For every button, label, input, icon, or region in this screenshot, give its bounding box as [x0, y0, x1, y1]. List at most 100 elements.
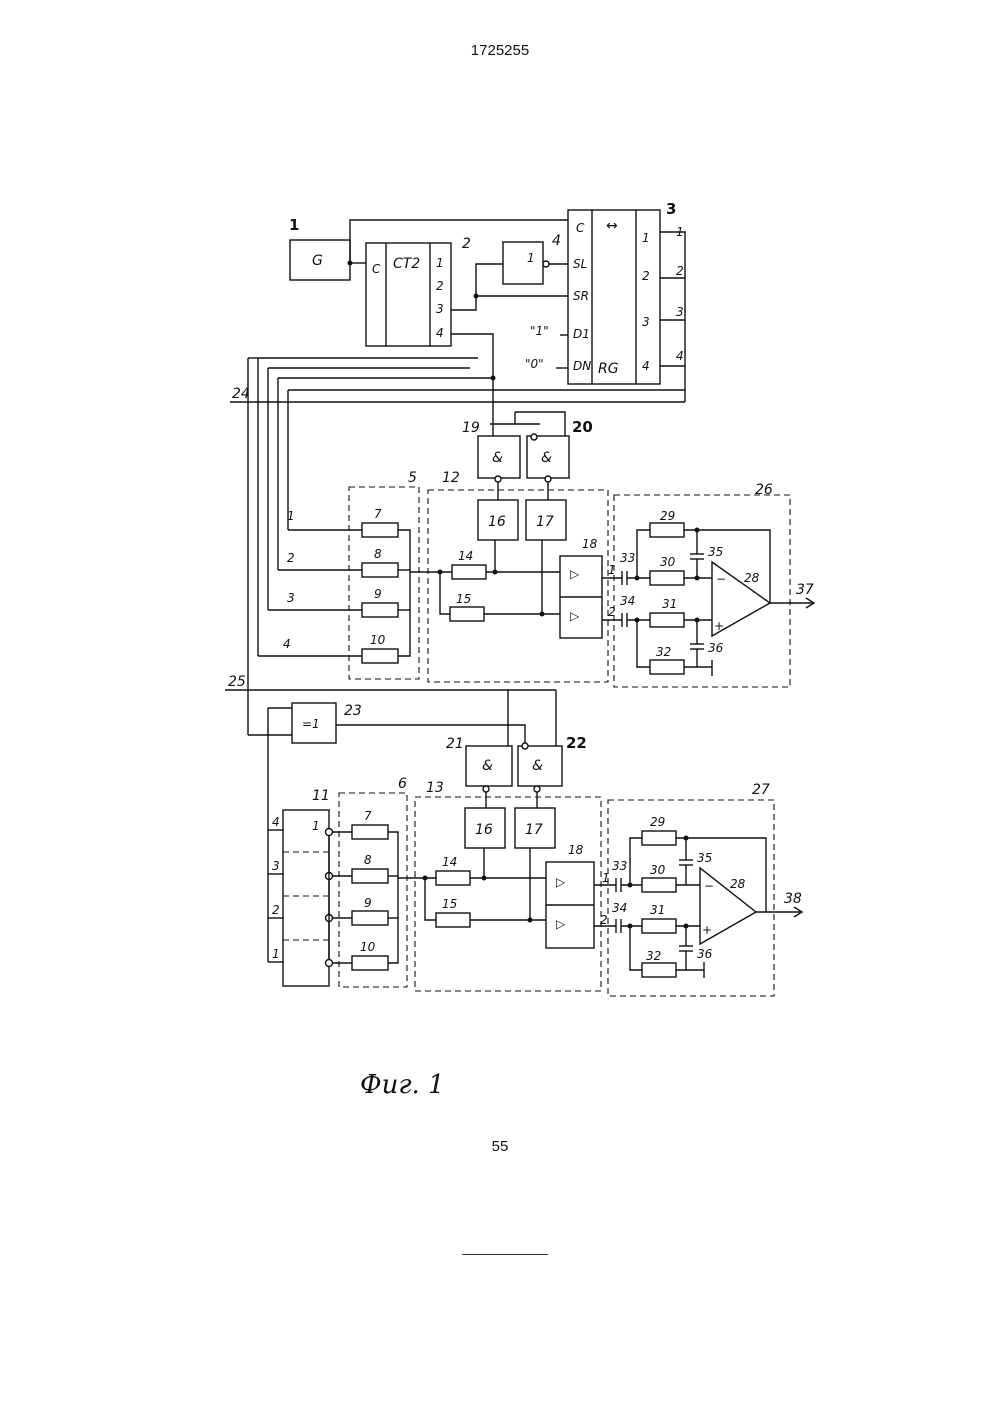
svg-text:8: 8	[374, 547, 382, 561]
svg-text:&: &	[541, 450, 552, 466]
shift-register-block: C ↔ SL SR D1 DN RG "1" "0" 1 2 3 4 3 1 2…	[525, 200, 684, 384]
svg-text:1: 1	[312, 819, 320, 833]
svg-text:&: &	[492, 450, 503, 466]
svg-text:31: 31	[662, 597, 677, 611]
svg-text:▷: ▷	[556, 875, 566, 889]
svg-text:3: 3	[642, 315, 650, 329]
svg-text:4: 4	[676, 349, 684, 363]
svg-text:9: 9	[364, 896, 372, 910]
svg-text:15: 15	[456, 592, 471, 606]
svg-text:▷: ▷	[570, 609, 580, 623]
svg-text:10: 10	[360, 940, 376, 954]
svg-text:C: C	[372, 262, 381, 276]
svg-text:+: +	[714, 619, 724, 633]
svg-text:1: 1	[642, 231, 650, 245]
svg-text:34: 34	[612, 901, 627, 915]
svg-text:SR: SR	[573, 289, 589, 303]
svg-text:1: 1	[602, 871, 610, 885]
svg-text:24: 24	[232, 386, 250, 402]
svg-text:DN: DN	[573, 359, 591, 373]
svg-text:31: 31	[650, 903, 665, 917]
svg-text:26: 26	[755, 482, 773, 498]
svg-text:33: 33	[612, 859, 627, 873]
svg-text:27: 27	[752, 782, 770, 798]
svg-text:4: 4	[272, 815, 280, 829]
svg-text:2: 2	[462, 236, 471, 252]
svg-text:"0": "0"	[525, 357, 544, 371]
svg-text:20: 20	[572, 418, 593, 436]
svg-text:30: 30	[660, 555, 676, 569]
svg-text:8: 8	[364, 853, 372, 867]
svg-text:35: 35	[697, 851, 712, 865]
svg-text:5: 5	[408, 470, 417, 486]
svg-text:&: &	[532, 758, 543, 774]
svg-text:SL: SL	[573, 257, 587, 271]
svg-text:1: 1	[527, 251, 535, 265]
svg-text:32: 32	[646, 949, 661, 963]
svg-text:3: 3	[666, 200, 676, 218]
svg-text:38: 38	[784, 891, 802, 907]
page-number: 55	[0, 1138, 1000, 1155]
svg-text:4: 4	[283, 637, 291, 651]
svg-text:1: 1	[608, 563, 616, 577]
svg-text:14: 14	[458, 549, 473, 563]
svg-text:35: 35	[708, 545, 723, 559]
svg-text:2: 2	[608, 605, 616, 619]
svg-text:17: 17	[536, 514, 554, 530]
counter-block: C CT2 1 2 3 4 2	[366, 236, 471, 346]
figure-caption: Фиг. 1	[360, 1070, 445, 1100]
svg-text:13: 13	[426, 780, 444, 796]
svg-text:34: 34	[620, 594, 635, 608]
svg-text:1: 1	[289, 216, 299, 234]
svg-text:17: 17	[525, 822, 543, 838]
svg-text:−: −	[716, 572, 726, 586]
svg-text:12: 12	[442, 470, 460, 486]
svg-text:G: G	[312, 253, 323, 269]
svg-text:3: 3	[272, 859, 280, 873]
svg-text:37: 37	[796, 582, 814, 598]
svg-text:RG: RG	[598, 361, 619, 377]
svg-text:7: 7	[374, 507, 382, 521]
svg-text:4: 4	[642, 359, 650, 373]
svg-text:CT2: CT2	[393, 256, 420, 272]
svg-text:25: 25	[228, 674, 246, 690]
svg-text:36: 36	[708, 641, 724, 655]
svg-text:7: 7	[364, 809, 372, 823]
svg-text:&: &	[482, 758, 493, 774]
svg-text:▷: ▷	[570, 567, 580, 581]
svg-text:28: 28	[744, 571, 760, 585]
channel-top: 5 12 26 1 2 3 4 7 8 9 10 14 15	[258, 358, 814, 687]
svg-text:1: 1	[272, 947, 280, 961]
svg-text:4: 4	[436, 326, 444, 340]
generator-block: G 1	[289, 216, 350, 280]
svg-text:2: 2	[272, 903, 280, 917]
svg-text:2: 2	[642, 269, 650, 283]
svg-text:16: 16	[475, 822, 493, 838]
svg-text:30: 30	[650, 863, 666, 877]
svg-text:3: 3	[676, 305, 684, 319]
svg-text:9: 9	[374, 587, 382, 601]
svg-text:18: 18	[568, 843, 584, 857]
svg-text:2: 2	[436, 279, 444, 293]
svg-text:29: 29	[650, 815, 665, 829]
svg-text:32: 32	[656, 645, 671, 659]
svg-text:33: 33	[620, 551, 635, 565]
svg-text:D1: D1	[573, 327, 590, 341]
svg-text:2: 2	[600, 913, 608, 927]
svg-text:16: 16	[488, 514, 506, 530]
xor-and-block: 25 =1 23 & & 21 22	[225, 358, 587, 808]
svg-text:28: 28	[730, 877, 746, 891]
svg-text:▷: ▷	[556, 917, 566, 931]
svg-text:2: 2	[676, 264, 684, 278]
svg-text:−: −	[704, 879, 714, 893]
svg-text:23: 23	[344, 703, 362, 719]
and-gates-top: & & 19 20	[462, 378, 593, 500]
svg-text:29: 29	[660, 509, 675, 523]
svg-text:=1: =1	[302, 717, 320, 731]
svg-text:10: 10	[370, 633, 386, 647]
svg-text:6: 6	[398, 776, 407, 792]
svg-text:22: 22	[566, 734, 587, 752]
svg-text:36: 36	[697, 947, 713, 961]
svg-text:+: +	[702, 923, 712, 937]
svg-text:11: 11	[312, 788, 330, 804]
